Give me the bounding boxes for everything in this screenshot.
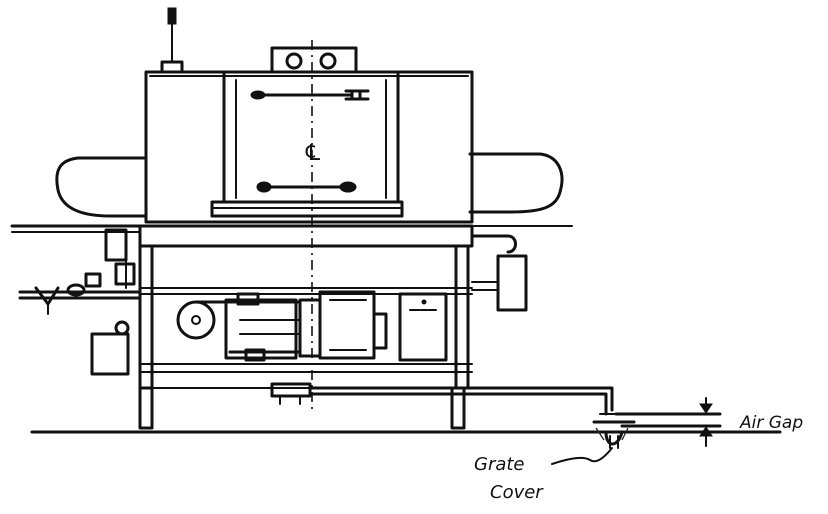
left-hood [55,156,147,218]
drain-line [270,382,621,416]
floor-drain [592,420,636,449]
vent-port-left [285,52,303,70]
pump-assembly [298,290,388,360]
grate-label-line2: Cover [490,482,544,503]
base-frame-top [138,224,474,248]
grate-leader [551,447,613,465]
base-frame-lines [139,287,473,389]
vent-port-right [319,52,337,70]
lower-handle [256,181,357,193]
door-panel [222,70,400,202]
base-posts [138,244,470,390]
motor-assembly [176,292,302,362]
door-inner [235,79,387,199]
grate-label-line1: Grate [474,454,525,475]
left-plumbing [18,228,142,376]
control-box [398,292,448,362]
right-hood [468,152,564,214]
right-tank [470,234,528,312]
air-gap-indicator [614,397,722,447]
signal-lamp [160,7,184,74]
upper-handle [250,89,370,101]
air-gap-label: Air Gap [739,413,803,433]
top-vent-box [270,46,358,74]
centerline-mark: ℄ [303,141,323,166]
door-bottom-trim [210,200,404,218]
